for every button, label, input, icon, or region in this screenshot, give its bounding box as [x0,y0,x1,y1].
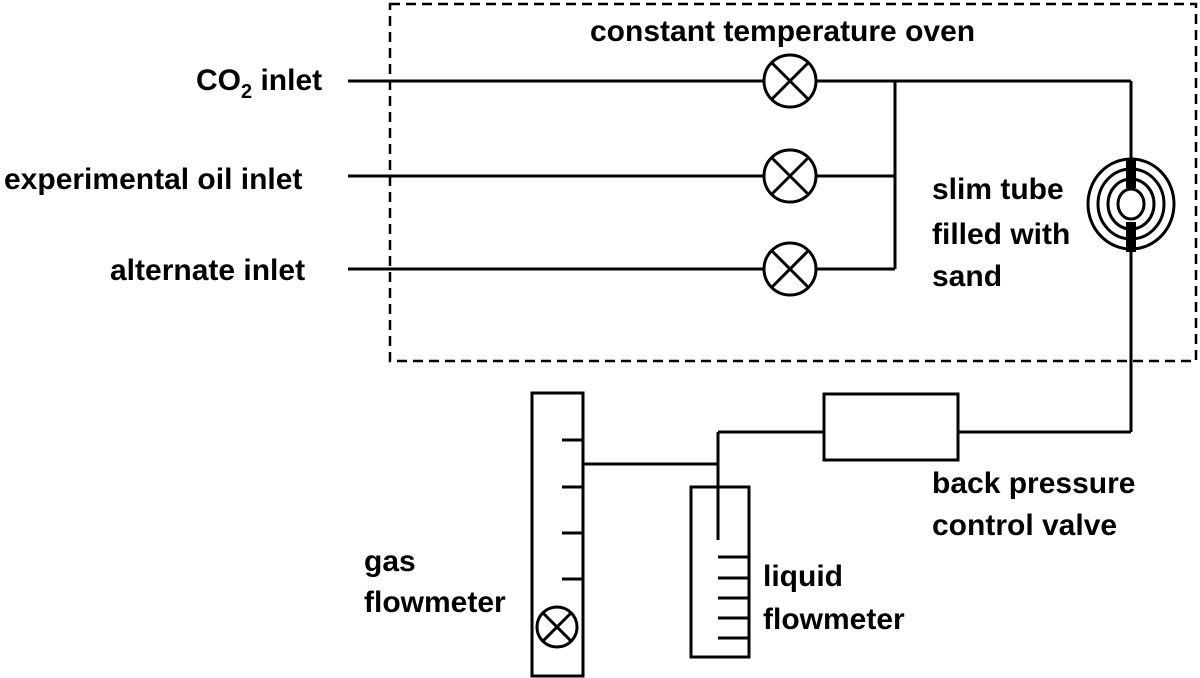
back-pressure-label: back pressure control valve [932,467,1144,542]
liquid-flowmeter-vessel [689,485,751,659]
alternate-inlet-label: alternate inlet [110,254,305,287]
slim-tube-coil-icon [1086,157,1176,252]
alternate-valve-icon [762,241,818,297]
oven-boundary [388,2,1198,363]
liquid-flowmeter-ticks [718,555,749,640]
oil-inlet-label: experimental oil inlet [4,163,302,196]
gas-flowmeter-label: gas flowmeter [364,545,506,619]
co2-inlet-label: CO2 inlet [196,64,322,103]
gas-flowmeter-ticks [562,438,583,581]
back-pressure-valve [822,392,960,462]
oil-valve-icon [762,148,818,204]
co2-valve-icon [762,53,818,109]
oven-label: constant temperature oven [590,15,975,48]
liquid-flowmeter-label: liquid flowmeter [763,560,905,636]
slim-tube-label: slim tube filled with sand [932,173,1079,293]
gas-flowmeter-float-icon [535,605,579,649]
